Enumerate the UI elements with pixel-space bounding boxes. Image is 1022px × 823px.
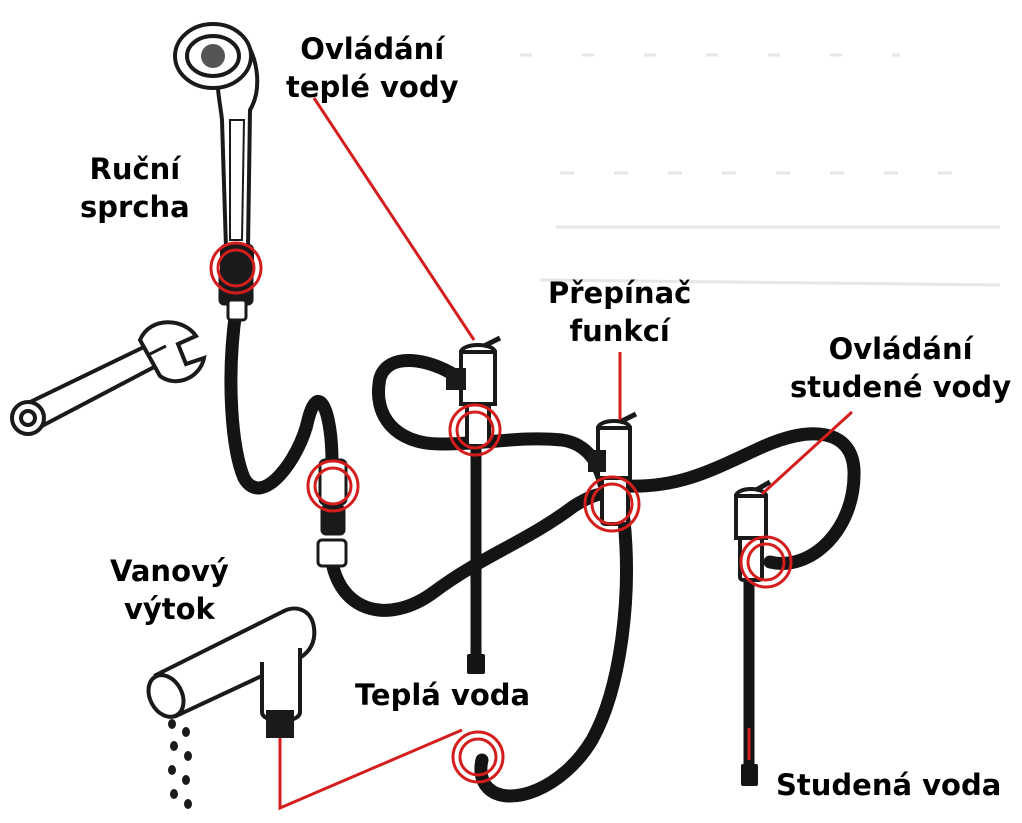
- wrench-icon: [10, 320, 207, 436]
- hot-valve-loop-hose: [372, 354, 611, 491]
- marker-diverter: [583, 475, 641, 533]
- marker-hose-connector: [306, 459, 360, 513]
- label-cold-water: Studená voda: [776, 768, 1002, 802]
- hand-shower-hose: [224, 303, 339, 495]
- tub-spout-icon: [146, 606, 317, 738]
- label-hot-control: Ovládání teplé vody: [286, 32, 459, 104]
- marker-hot-supply: [451, 730, 505, 784]
- hot-control-leader: [312, 97, 476, 341]
- diverter-valve: [588, 411, 638, 526]
- background-artifacts: [520, 53, 1001, 287]
- valves: [446, 335, 772, 582]
- shower-head-icon: [173, 22, 260, 274]
- hot-valve: [446, 335, 502, 448]
- label-tub-spout: Vanový výtok: [110, 554, 229, 626]
- label-hot-water: Teplá voda: [355, 678, 531, 712]
- label-hand-shower: Ruční sprcha: [80, 152, 190, 224]
- connection-markers: [209, 241, 793, 784]
- marker-hot-valve: [448, 403, 502, 457]
- cold-supply-loop-hose: [619, 427, 861, 570]
- label-cold-control: Ovládání studené vody: [790, 332, 1012, 404]
- marker-cold-valve: [739, 535, 793, 589]
- water-stream: [168, 719, 192, 809]
- spout-to-hot-supply-leader: [278, 728, 463, 811]
- leader-lines: [278, 97, 854, 811]
- hose-end-nuts: [467, 654, 758, 786]
- marker-hand-shower: [209, 241, 263, 295]
- label-diverter: Přepínač funkcí: [548, 276, 692, 348]
- cold-control-leader: [760, 410, 854, 496]
